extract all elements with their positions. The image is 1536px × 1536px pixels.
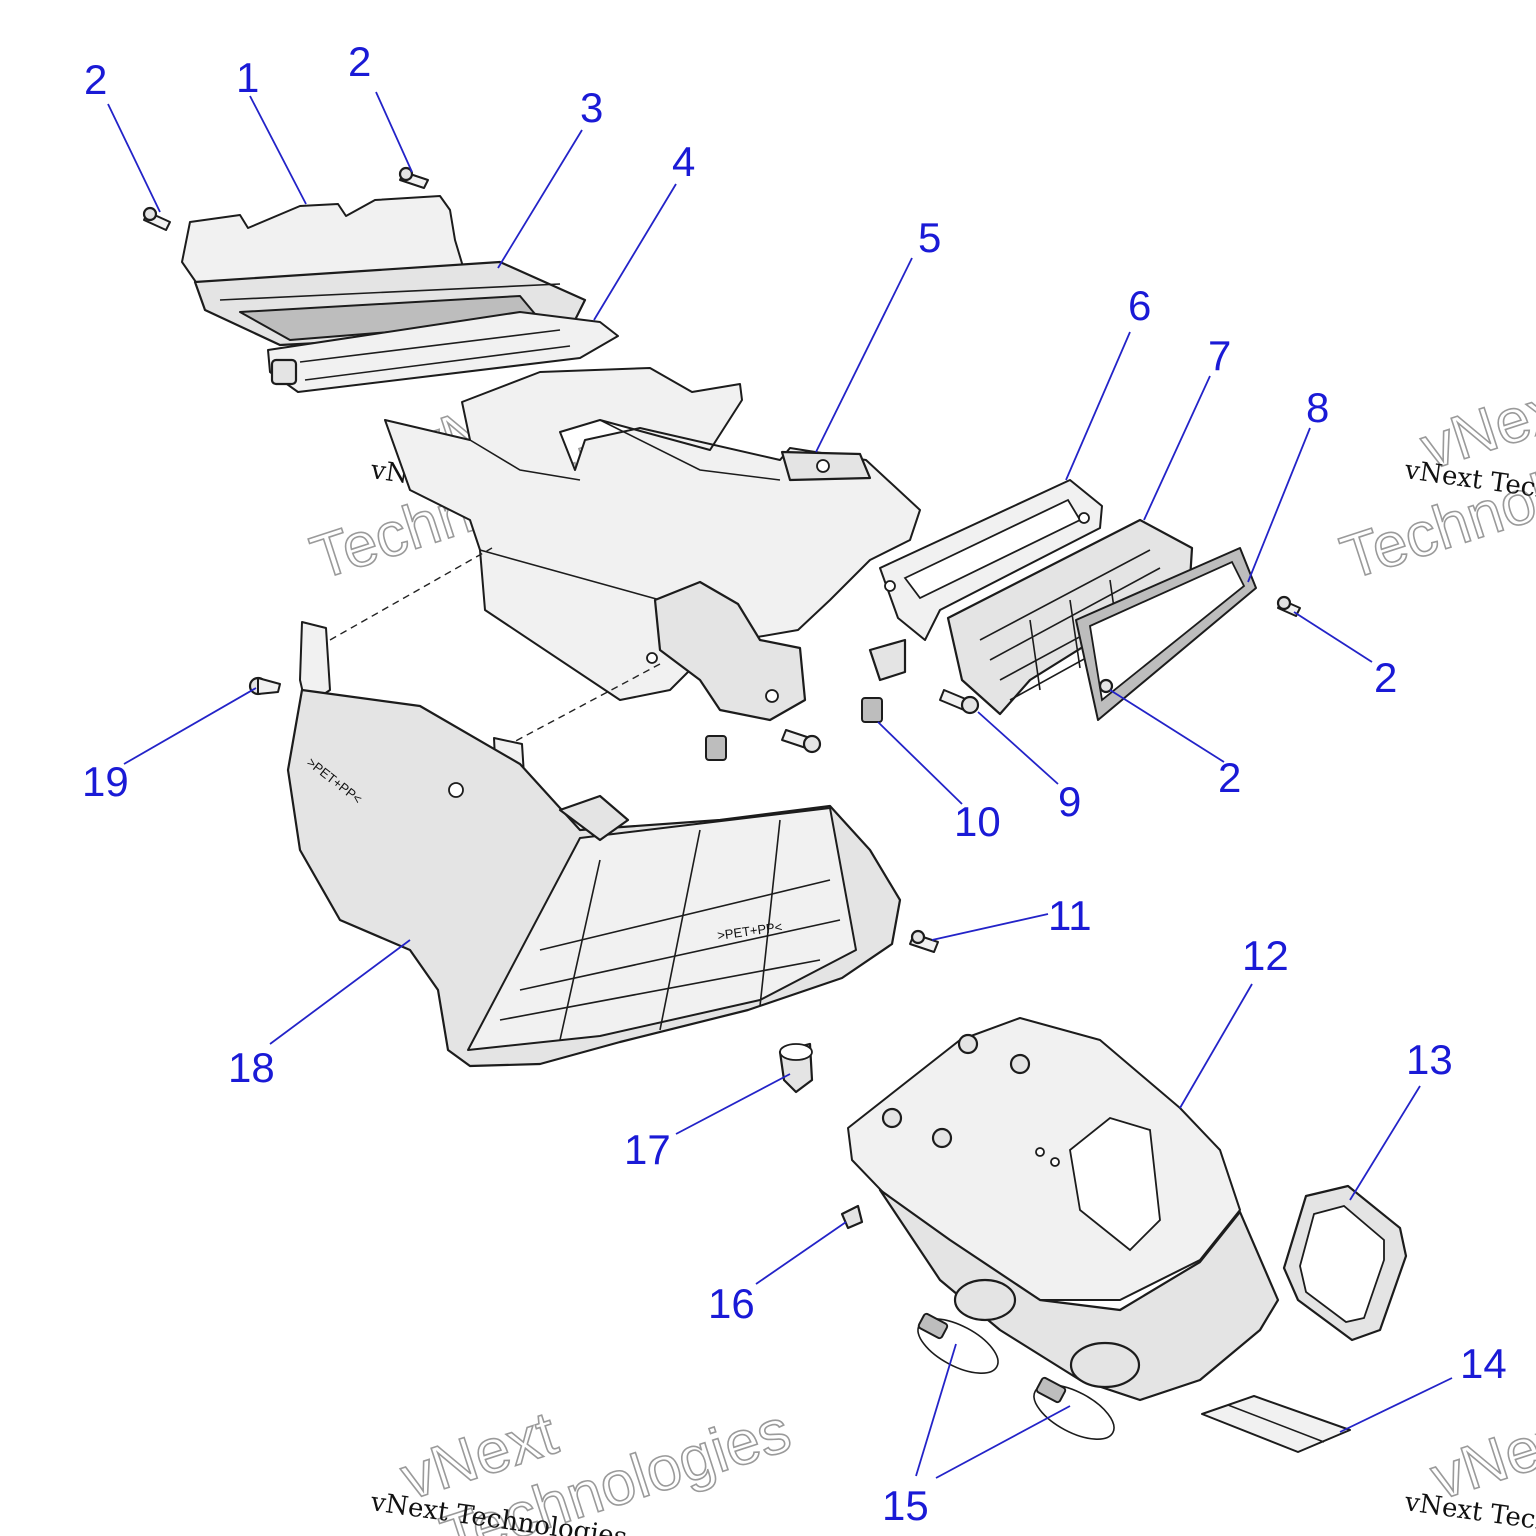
callout-1: 1: [236, 54, 259, 101]
screw-2-top-center: [398, 166, 429, 189]
seal-ring-part-13: [1282, 1184, 1408, 1342]
hose-clamp-15a: [917, 1312, 999, 1374]
callout-3: 3: [580, 84, 603, 131]
upper-intake-duct-part-5: [384, 367, 921, 722]
callout-5: 5: [918, 214, 941, 261]
duct-neck: [558, 794, 630, 842]
callout-2-right: 2: [1374, 654, 1397, 701]
callout-7: 7: [1208, 332, 1231, 379]
callout-6: 6: [1128, 282, 1151, 329]
airbox-lid: [847, 1017, 1241, 1301]
lower-intake-duct-part-18: >PET+PP< >PET+PP<: [286, 621, 902, 1068]
top-grille-assembly: [181, 195, 619, 393]
callout-2-gasket: 2: [1218, 754, 1241, 801]
callout-9: 9: [1058, 778, 1081, 825]
airbox-body: [878, 1188, 1280, 1402]
push-rivet-19: [248, 676, 281, 696]
duct-front-flange: [653, 580, 807, 722]
grommet-17: [778, 1042, 814, 1094]
duct-upper-body: [384, 367, 921, 701]
callout-4: 4: [672, 138, 695, 185]
callout-15: 15: [882, 1482, 929, 1529]
leader-lines: [107, 91, 1453, 1479]
duct-filter-panel: [467, 807, 857, 1051]
bolt-9: [939, 689, 980, 715]
bolt-9b: [781, 729, 822, 754]
airbox-outlet: [1069, 1117, 1161, 1252]
callout-13: 13: [1406, 1036, 1453, 1083]
clip-nut-10b: [705, 735, 727, 761]
callout-14: 14: [1460, 1340, 1507, 1387]
clip-nut-10: [861, 697, 883, 723]
callout-17: 17: [624, 1126, 671, 1173]
hose-clamp-15b: [1033, 1376, 1115, 1440]
gasket-frame-part-8: [1075, 547, 1257, 721]
callout-10: 10: [954, 798, 1001, 845]
callout-19: 19: [82, 758, 129, 805]
callout-labels: 2 1 2 3 4 5 6 7 8 2 2 9 10 11 12 13 14 1…: [82, 38, 1507, 1529]
screw-2-top-left: [142, 206, 171, 231]
label-part-14: [1201, 1395, 1351, 1453]
callout-2-top-left: 2: [84, 56, 107, 103]
callout-2-top-center: 2: [348, 38, 371, 85]
callout-8: 8: [1306, 384, 1329, 431]
airbox-spigot-right: [1069, 1341, 1141, 1389]
alignment-line-lower: [494, 663, 661, 753]
callout-11: 11: [1048, 892, 1092, 939]
screw-2-gasket: [1098, 678, 1114, 694]
push-pin-16: [840, 1204, 864, 1230]
callout-12: 12: [1242, 932, 1289, 979]
callout-16: 16: [708, 1280, 755, 1327]
callout-18: 18: [228, 1044, 275, 1091]
airbox-part-12: [847, 1017, 1280, 1402]
duct-right-tab: [868, 638, 907, 682]
airbox-spigot-left: [953, 1278, 1017, 1322]
duct-adapter-part-6: [879, 479, 1103, 641]
screw-11: [909, 929, 939, 953]
